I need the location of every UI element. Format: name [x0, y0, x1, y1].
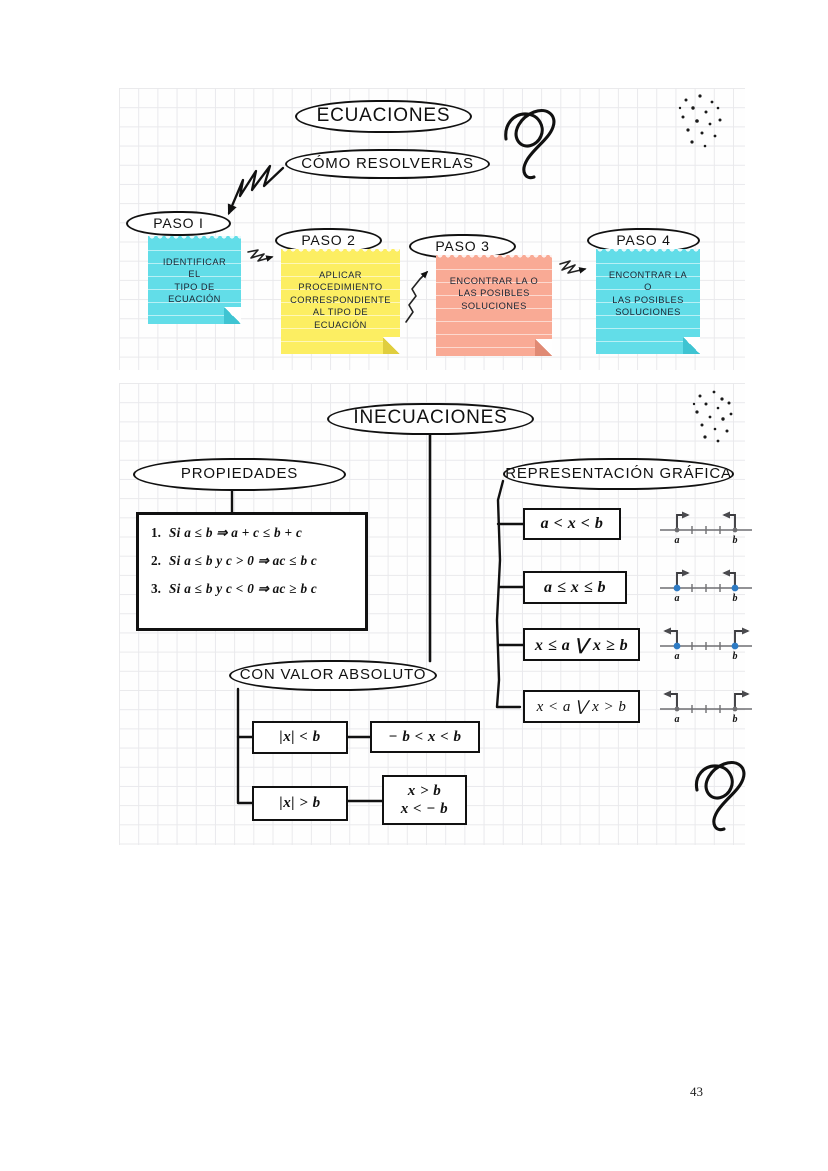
- sticky-note-paso-3-text: ENCONTRAR LA O LAS POSIBLES SOLUCIONES: [449, 276, 539, 311]
- svg-text:b: b: [733, 535, 738, 545]
- propiedad-item: 1. Si a ≤ b ⇒ a + c ≤ b + c: [151, 526, 355, 539]
- formula-box-abs-greater-result: x > b x < − b: [382, 775, 467, 825]
- note-folded-corner: [383, 337, 400, 354]
- label-paso-2-text: PASO 2: [301, 231, 356, 248]
- numberline-exterior-closed: a b: [660, 627, 752, 661]
- page-number: 43: [690, 1084, 703, 1099]
- note-folded-corner: [535, 339, 552, 356]
- formula-box-exterior-open: x < a ⋁ x > b: [523, 690, 640, 723]
- svg-text:b: b: [733, 593, 738, 603]
- svg-text:b: b: [733, 714, 738, 724]
- subtitle-como-resolverlas-label: CÓMO RESOLVERLAS: [301, 154, 474, 172]
- title-ecuaciones-label: ECUACIONES: [316, 104, 451, 126]
- label-con-valor-absoluto: CON VALOR ABSOLUTO: [229, 660, 437, 691]
- label-paso-1-text: PASO I: [153, 214, 204, 231]
- note-rule-lines: [436, 269, 552, 356]
- sticky-note-paso-4: ENCONTRAR LA O LAS POSIBLES SOLUCIONES: [596, 249, 700, 354]
- svg-text:b: b: [733, 651, 738, 661]
- formula-box-interval-open: a < x < b: [523, 508, 621, 540]
- label-paso-3: PASO 3: [409, 234, 516, 259]
- propiedad-number: 1.: [151, 525, 161, 540]
- label-paso-3-text: PASO 3: [435, 237, 490, 254]
- sticky-note-paso-2-text: APLICAR PROCEDIMIENTO CORRESPONDIENTE AL…: [290, 270, 391, 330]
- numberline-closed-closed: a b: [660, 569, 752, 603]
- label-propiedades: PROPIEDADES: [133, 458, 346, 491]
- propiedad-text: Si a ≤ b ⇒ a + c ≤ b + c: [169, 525, 303, 540]
- propiedad-item: 2. Si a ≤ b y c > 0 ⇒ ac ≤ b c: [151, 554, 355, 567]
- svg-text:a: a: [675, 651, 680, 661]
- note-folded-corner: [683, 337, 700, 354]
- label-paso-1: PASO I: [126, 211, 231, 236]
- svg-text:a: a: [675, 535, 680, 545]
- sticky-note-paso-1-text: IDENTIFICAR EL TIPO DE ECUACIÓN: [162, 257, 227, 305]
- formula-box-exterior-closed: x ≤ a ⋁ x ≥ b: [523, 628, 640, 661]
- propiedad-text: Si a ≤ b y c > 0 ⇒ ac ≤ b c: [169, 553, 318, 569]
- label-paso-4-text: PASO 4: [616, 231, 671, 248]
- title-inecuaciones: INECUACIONES: [327, 403, 534, 435]
- title-ecuaciones: ECUACIONES: [295, 100, 472, 133]
- label-paso-4: PASO 4: [587, 228, 700, 253]
- formula-box-abs-less-result: − b < x < b: [370, 721, 480, 753]
- formula-box-abs-less: |x| < b: [252, 721, 348, 754]
- formula-box-abs-greater: |x| > b: [252, 786, 348, 821]
- label-con-valor-absoluto-text: CON VALOR ABSOLUTO: [239, 666, 427, 683]
- numberline-exterior-open: a b: [660, 690, 752, 724]
- propiedad-text: Si a ≤ b y c < 0 ⇒ ac ≥ b c: [169, 581, 318, 597]
- numberline-open-open: a b: [660, 511, 752, 545]
- label-representacion-grafica-text: REPRESENTACIÓN GRÁFICA: [505, 464, 732, 482]
- subtitle-como-resolverlas: CÓMO RESOLVERLAS: [285, 149, 490, 179]
- sticky-note-paso-3: ENCONTRAR LA O LAS POSIBLES SOLUCIONES: [436, 255, 552, 356]
- label-propiedades-text: PROPIEDADES: [180, 465, 299, 482]
- label-paso-2: PASO 2: [275, 228, 382, 253]
- note-rule-lines: [281, 263, 400, 354]
- svg-text:a: a: [675, 593, 680, 603]
- formula-box-interval-closed: a ≤ x ≤ b: [523, 571, 627, 604]
- note-rule-lines: [596, 263, 700, 354]
- sticky-note-paso-4-text: ENCONTRAR LA O LAS POSIBLES SOLUCIONES: [608, 270, 688, 318]
- propiedad-item: 3. Si a ≤ b y c < 0 ⇒ ac ≥ b c: [151, 582, 355, 595]
- title-inecuaciones-label: INECUACIONES: [353, 407, 508, 428]
- propiedad-number: 3.: [151, 581, 161, 597]
- sticky-note-paso-1: IDENTIFICAR EL TIPO DE ECUACIÓN: [148, 236, 241, 324]
- sticky-note-paso-2: APLICAR PROCEDIMIENTO CORRESPONDIENTE AL…: [281, 249, 400, 354]
- propiedad-number: 2.: [151, 553, 161, 569]
- label-representacion-grafica: REPRESENTACIÓN GRÁFICA: [503, 458, 734, 490]
- note-folded-corner: [224, 307, 241, 324]
- propiedades-box: 1. Si a ≤ b ⇒ a + c ≤ b + c 2. Si a ≤ b …: [136, 512, 368, 631]
- svg-text:a: a: [675, 714, 680, 724]
